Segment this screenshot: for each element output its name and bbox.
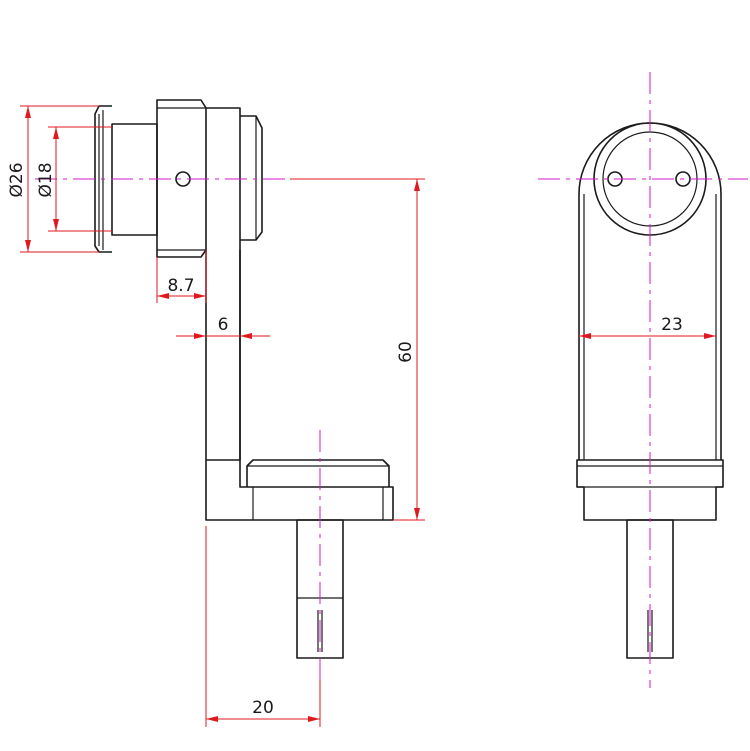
dim-dia-inner: Ø18 [36, 126, 112, 232]
dim-dia-outer: Ø26 [7, 105, 99, 253]
side-view [538, 72, 748, 688]
dim-flange-width-label: 8.7 [167, 276, 194, 296]
dim-foot-offset: 20 [205, 526, 321, 727]
dim-dia-inner-label: Ø18 [36, 162, 56, 197]
dimensions: Ø26 Ø18 8.7 6 [7, 105, 716, 727]
dim-plate-thickness: 6 [176, 315, 270, 339]
dim-side-width-label: 23 [661, 315, 683, 335]
dim-side-width: 23 [579, 315, 716, 339]
dim-height-label: 60 [396, 341, 416, 363]
dim-plate-thickness-label: 6 [218, 315, 229, 335]
dim-dia-outer-label: Ø26 [7, 162, 27, 197]
dim-flange-width: 8.7 [156, 250, 207, 303]
foot-pad [246, 459, 390, 520]
dim-foot-offset-label: 20 [252, 698, 274, 718]
l-bracket [205, 107, 394, 521]
dim-height: 60 [290, 178, 425, 521]
front-view [35, 99, 394, 680]
